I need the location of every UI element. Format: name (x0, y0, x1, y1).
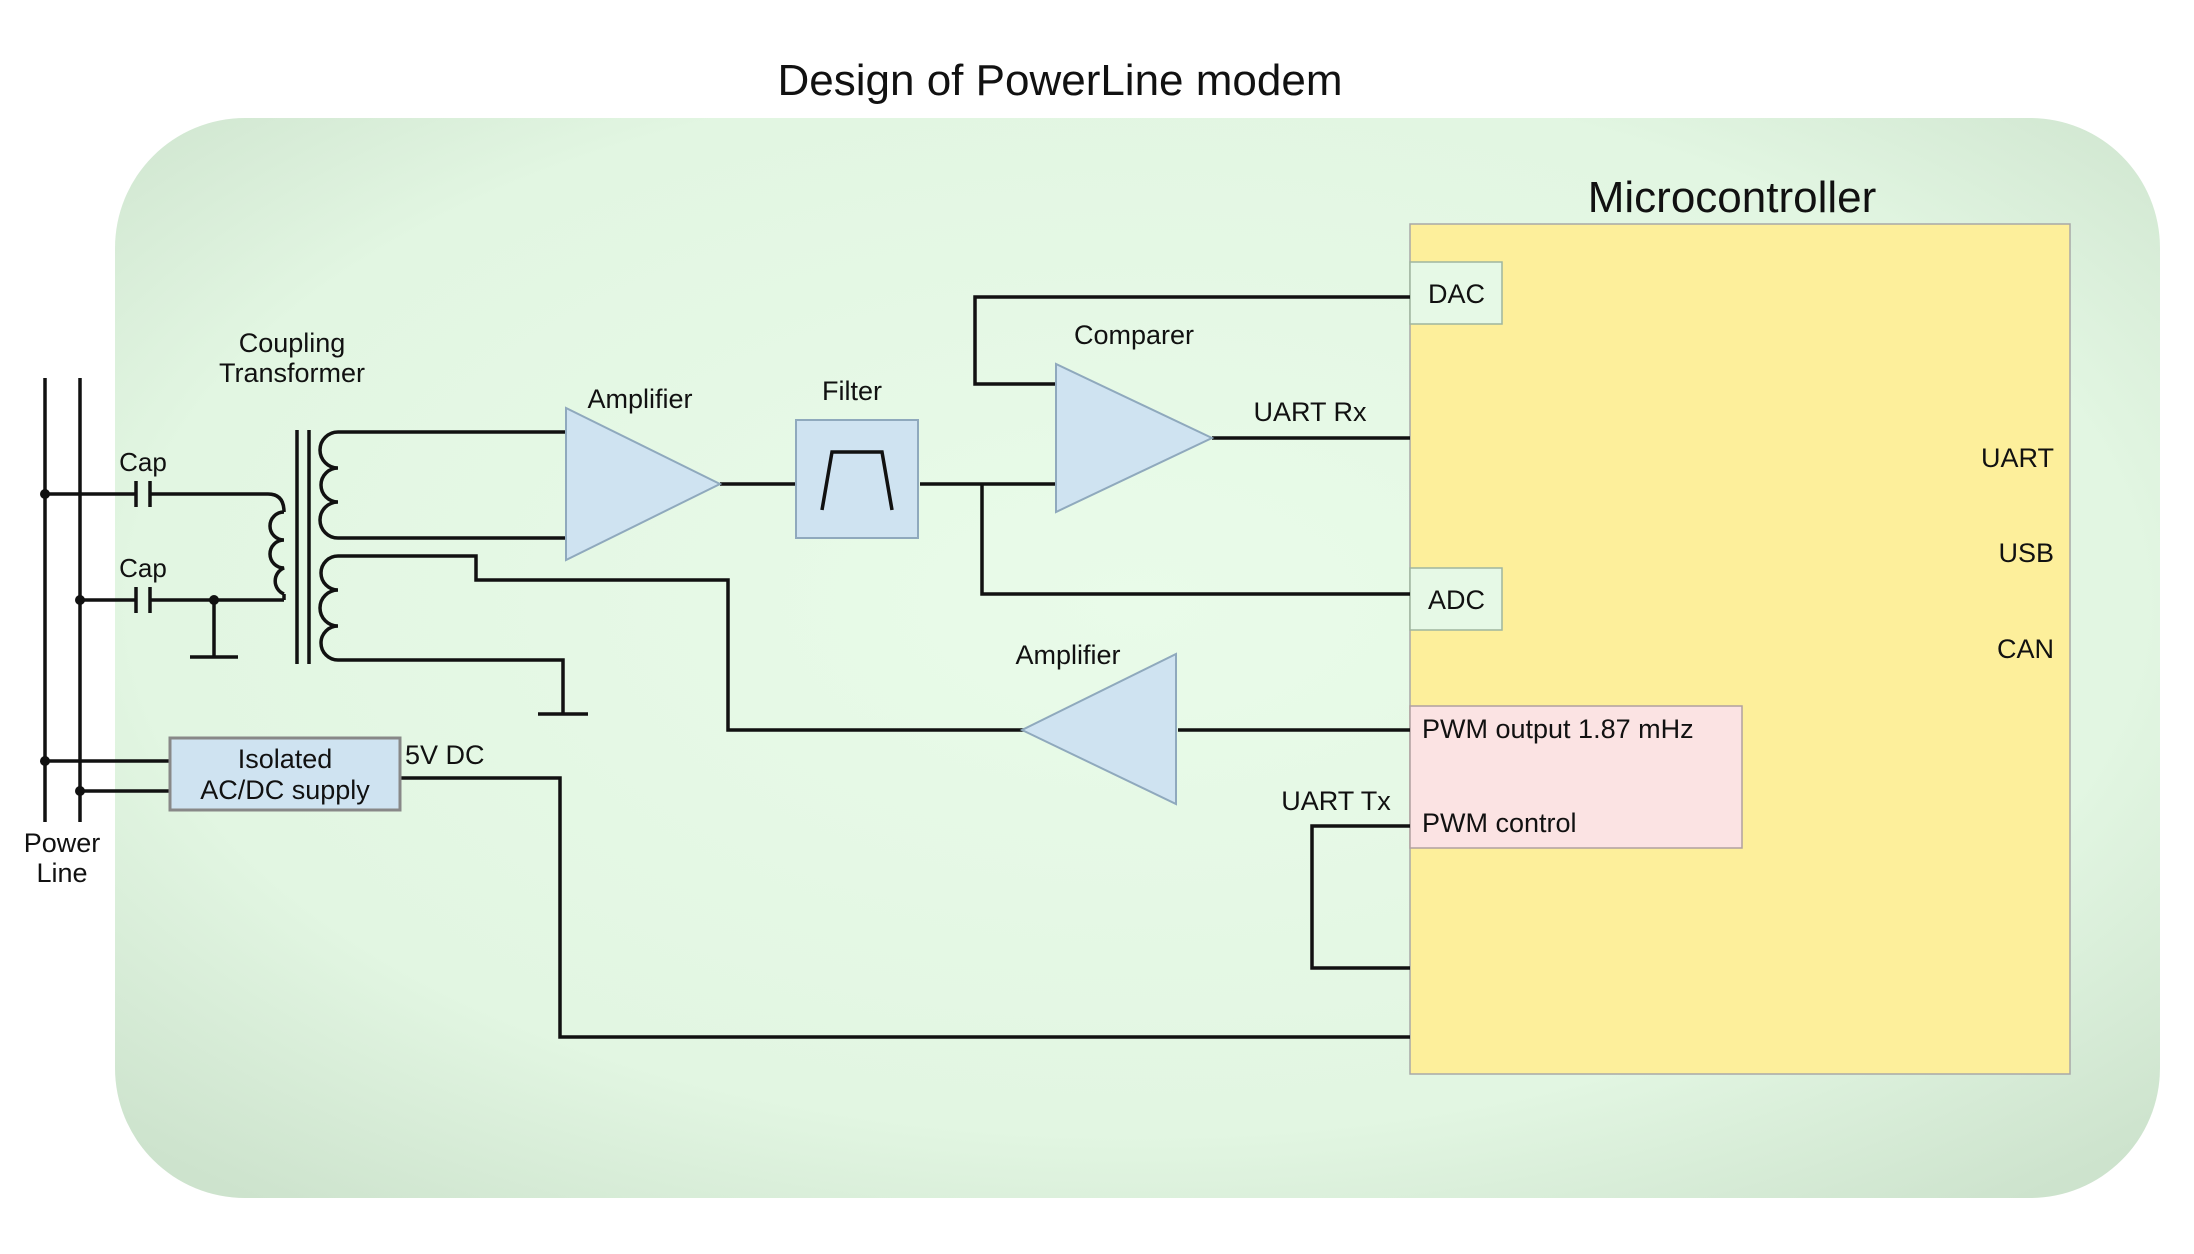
cap-top-label: Cap (119, 447, 167, 477)
supply-label-1: Isolated (238, 744, 333, 774)
dac-port-label: DAC (1428, 279, 1485, 309)
adc-port-label: ADC (1428, 585, 1485, 615)
filter-block (795, 419, 919, 539)
coupling-transformer-label-2: Transformer (219, 358, 365, 388)
cap-bottom-label: Cap (119, 553, 167, 583)
supply-label-2: AC/DC supply (200, 775, 370, 805)
dac-port (1409, 261, 1503, 325)
power-line-label-1: Power (24, 828, 101, 858)
uart-tx-label: UART Tx (1281, 786, 1391, 816)
amplifier-rx-icon (565, 406, 723, 562)
dc-out-label: 5V DC (405, 740, 485, 770)
amplifier-rx-label: Amplifier (587, 384, 692, 414)
capacitor-icon (134, 481, 152, 507)
isolated-supply-block (168, 736, 402, 812)
microcontroller-label: Microcontroller (1588, 173, 1877, 222)
amplifier-tx-icon (1019, 652, 1177, 806)
power-line-conductors (43, 378, 82, 822)
pwm-control-label: PWM control (1422, 808, 1577, 838)
uart-rx-label: UART Rx (1253, 397, 1367, 427)
adc-port (1409, 567, 1503, 631)
wires (45, 295, 1410, 1039)
pwm-block (1409, 705, 1743, 849)
transformer-coil-icon (268, 430, 339, 664)
power-line-label-2: Line (36, 858, 87, 888)
interface-usb-label: USB (1998, 538, 2054, 568)
microcontroller-block (1409, 223, 2071, 1075)
comparer-label: Comparer (1074, 320, 1194, 350)
interface-uart-label: UART (1981, 443, 2054, 473)
comparer-icon (1055, 362, 1215, 514)
pwm-output-label: PWM output 1.87 mHz (1422, 714, 1694, 744)
amplifier-tx-label: Amplifier (1015, 640, 1120, 670)
capacitor-icon (134, 587, 152, 613)
diagram-title: Design of PowerLine modem (778, 56, 1343, 105)
coupling-transformer-label-1: Coupling (239, 328, 346, 358)
bandpass-filter-icon (820, 450, 894, 511)
filter-label: Filter (822, 376, 882, 406)
interface-can-label: CAN (1997, 634, 2054, 664)
